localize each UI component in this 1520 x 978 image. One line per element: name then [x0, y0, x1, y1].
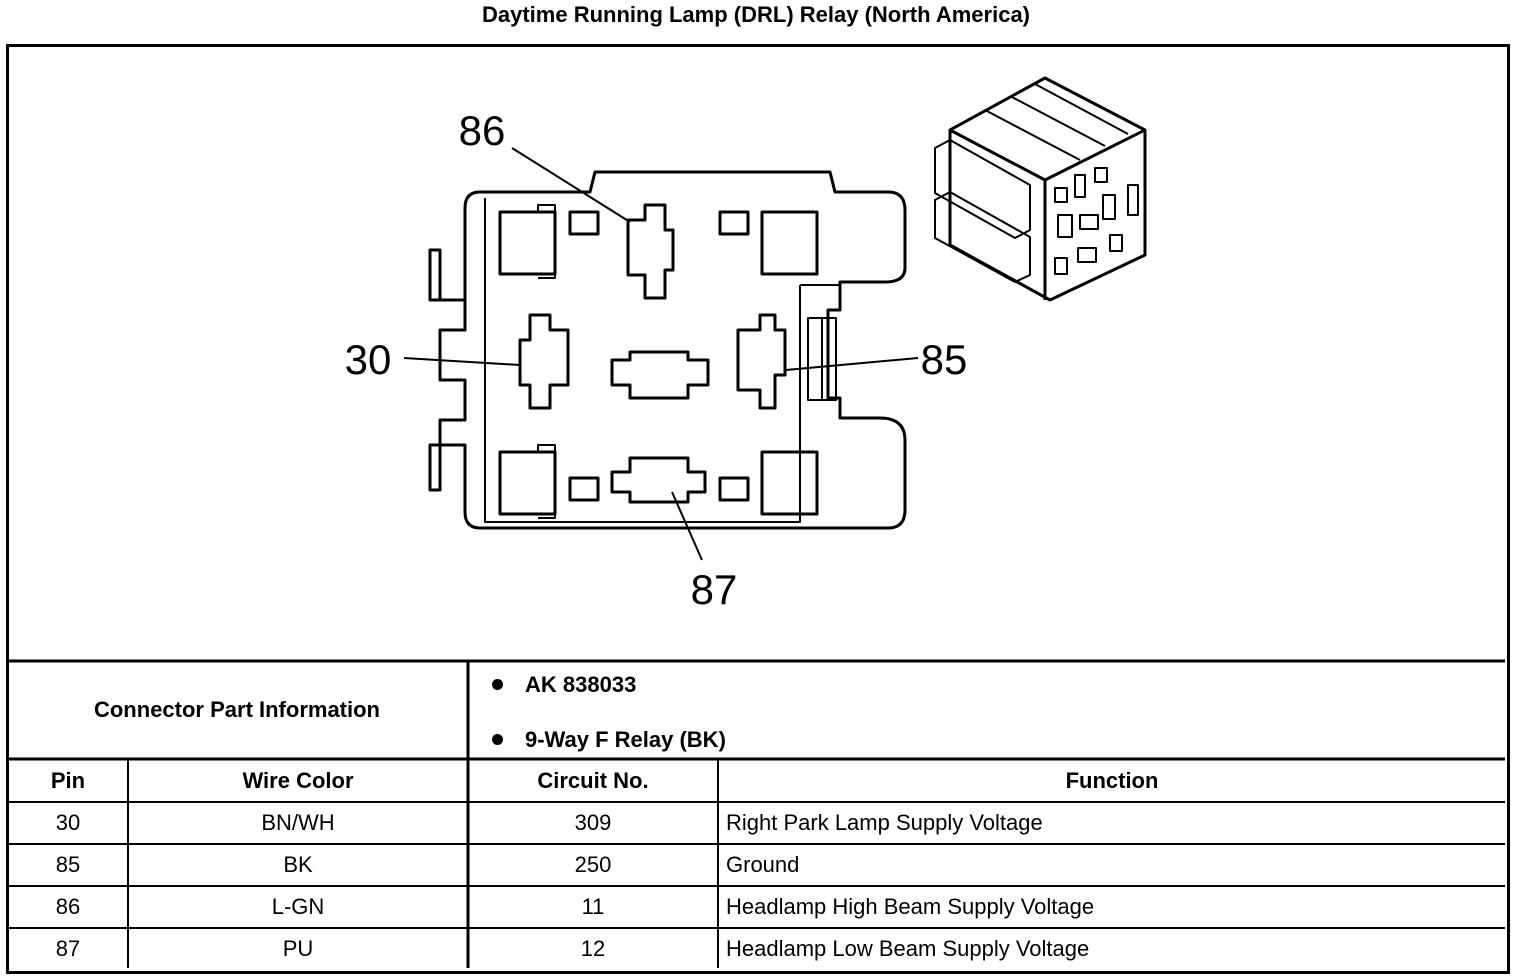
cell-wire-color: BN/WH: [261, 810, 335, 835]
cavity-top-left: [498, 210, 557, 276]
header-pin: Pin: [50, 768, 86, 793]
pin-label-30: 30: [345, 336, 392, 383]
leader-85: [785, 357, 919, 371]
connector-face: [403, 147, 919, 561]
connector-3d-view: [934, 76, 1147, 302]
cell-circuit: 11: [581, 894, 605, 919]
pin-label-86: 86: [459, 107, 506, 154]
terminal-85: [736, 313, 787, 410]
cell-function: Right Park Lamp Supply Voltage: [726, 810, 1043, 835]
bullet-icon: [492, 733, 503, 745]
part-number: AK 838033: [525, 672, 637, 697]
cell-wire-color: L-GN: [271, 894, 325, 919]
table-row: 85 BK 250 Ground: [8, 844, 1506, 886]
part-number-item: AK 838033: [492, 672, 636, 698]
header-function: Function: [1065, 768, 1159, 793]
page-title: Daytime Running Lamp (DRL) Relay (North …: [481, 2, 1031, 27]
table-header-row: Pin Wire Color Circuit No. Function: [8, 760, 1506, 802]
table-row: 30 BN/WH 309 Right Park Lamp Supply Volt…: [8, 802, 1506, 844]
bullet-icon: [492, 678, 503, 690]
cavity-top-right: [760, 210, 819, 276]
terminal-86: [626, 203, 675, 300]
connector-part-info: Connector Part Information AK 838033 9-W…: [6, 660, 1508, 760]
terminal-87: [610, 456, 707, 504]
cell-function: Headlamp Low Beam Supply Voltage: [726, 936, 1090, 961]
housing-outline: [428, 170, 907, 530]
connector-part-info-label: Connector Part Information: [93, 697, 380, 722]
header-wire-color: Wire Color: [242, 768, 354, 793]
terminal-center: [610, 350, 710, 400]
hole: [718, 210, 750, 236]
cavity-bottom-right: [760, 450, 819, 516]
hole: [568, 476, 600, 502]
hole: [568, 210, 600, 236]
pin-label-85: 85: [921, 336, 968, 383]
table-row: 86 L-GN 11 Headlamp High Beam Supply Vol…: [8, 886, 1506, 928]
cell-pin: 87: [55, 936, 81, 961]
cell-circuit: 250: [574, 852, 612, 877]
cell-circuit: 12: [580, 936, 606, 961]
cell-function: Headlamp High Beam Supply Voltage: [726, 894, 1095, 919]
connector-part-info-items: AK 838033 9-Way F Relay (BK): [468, 660, 1508, 760]
connector-type-item: 9-Way F Relay (BK): [492, 727, 726, 753]
diagram-frame: [6, 44, 1510, 974]
cell-circuit: 309: [574, 810, 612, 835]
pin-label-87: 87: [691, 566, 738, 613]
cell-pin: 85: [55, 852, 81, 877]
leader-87: [671, 491, 703, 561]
cell-pin: 86: [55, 894, 81, 919]
connector-type: 9-Way F Relay (BK): [525, 727, 726, 752]
pin-table: Pin Wire Color Circuit No. Function 30 B…: [8, 760, 1506, 970]
leader-86: [511, 147, 631, 223]
cell-wire-color: BK: [283, 852, 313, 877]
cavity-bottom-left: [498, 450, 557, 516]
terminal-30: [518, 313, 570, 410]
hole: [718, 476, 750, 502]
cell-pin: 30: [55, 810, 81, 835]
header-circuit-no: Circuit No.: [537, 768, 649, 793]
leader-30: [403, 357, 521, 366]
cell-wire-color: PU: [282, 936, 314, 961]
table-row: 87 PU 12 Headlamp Low Beam Supply Voltag…: [8, 928, 1506, 970]
cell-function: Ground: [726, 852, 800, 877]
housing-inner-wall: [484, 198, 801, 523]
